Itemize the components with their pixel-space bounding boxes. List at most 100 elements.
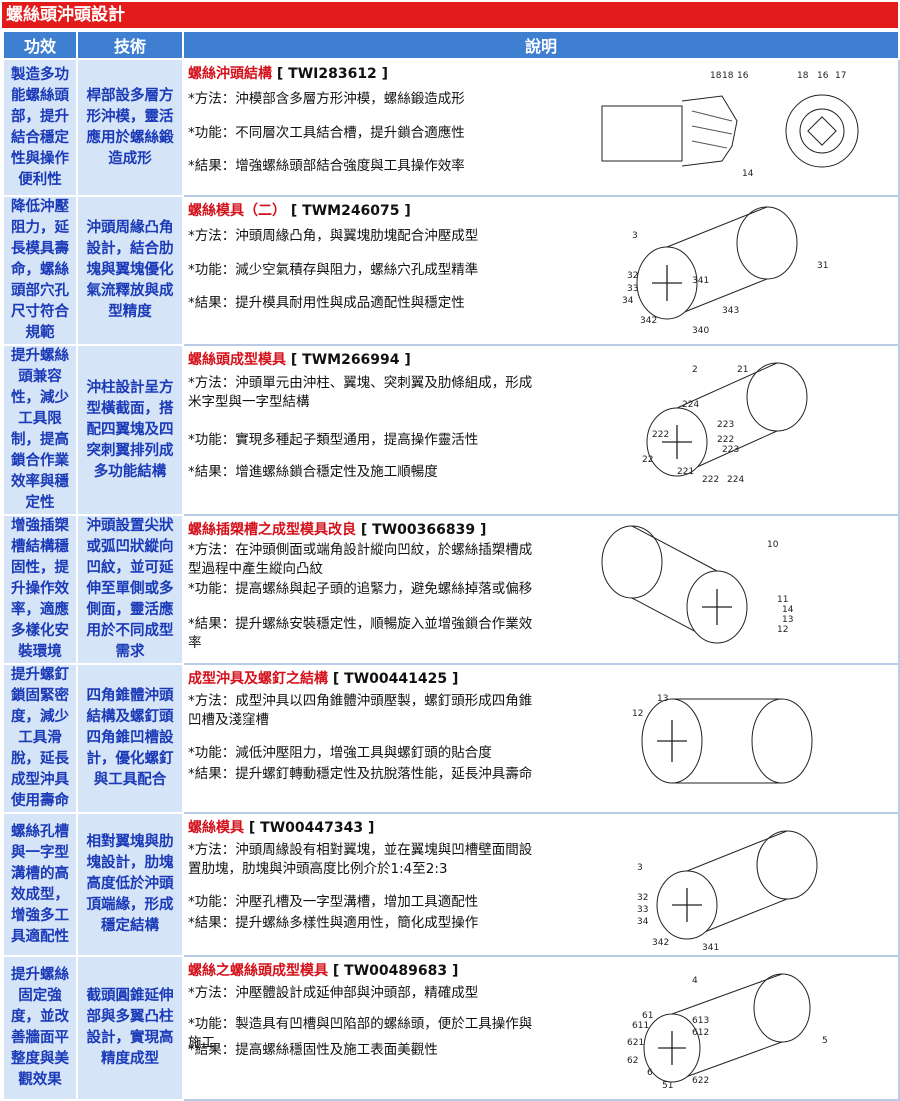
patent-number: [ TW00366839 ] — [360, 522, 487, 538]
result-text: *結果：提升螺絲安裝穩定性，順暢旋入並增強鎖合作業效率 — [188, 616, 533, 651]
tech-cell: 沖頭設置尖狀或弧凹狀縱向凹紋，並可延伸至單側或多側面，靈活應用於不同成型需求 — [76, 514, 184, 665]
figure-label: 224 — [682, 400, 699, 410]
punch-cross — [662, 425, 692, 459]
desc-cell: 螺絲模具 [ TW00447343 ] *方法：沖頭周緣設有相對翼塊，並在翼塊與… — [182, 812, 900, 957]
patent-name: 螺絲模具（二） — [188, 203, 286, 219]
patent-number: [ TWM246075 ] — [290, 203, 411, 219]
tech-cell: 相對翼塊與肋塊設計，肋塊高度低於沖頭頂端緣，形成穩定結構 — [76, 812, 184, 957]
patent-title: 螺絲頭成型模具 [ TWM266994 ] — [188, 349, 411, 369]
effect-cell: 製造多功能螺絲頭部，提升結合穩定性與操作便利性 — [2, 58, 78, 197]
result-text: *結果：提升螺絲多樣性與適用性，簡化成型操作 — [188, 915, 479, 931]
patent-number: [ TW00441425 ] — [332, 671, 459, 687]
result-text: *結果：增強螺絲頭部結合強度與工具操作效率 — [188, 158, 465, 174]
page-title: 螺絲頭沖頭設計 — [2, 2, 898, 28]
table-row: 提升螺釘鎖固緊密度，減少工具滑脫，延長成型沖具使用壽命 四角錐體沖頭結構及螺釘頭… — [2, 663, 900, 814]
figure-label: 17 — [835, 71, 846, 81]
figure-label: 62 — [627, 1056, 638, 1066]
effect-cell: 提升螺絲頭兼容性，減少工具限制，提高鎖合作業效率與穩定性 — [2, 344, 78, 516]
patent-title: 螺絲插槊槽之成型模具改良 [ TW00366839 ] — [188, 519, 486, 539]
punch-cross — [702, 589, 732, 625]
patent-title: 螺絲模具 [ TW00447343 ] — [188, 817, 374, 837]
tech-text: 截頭圓錐延伸部與多翼凸柱設計，實現高精度成型 — [86, 988, 174, 1067]
result-text: *結果：提升螺釘轉動穩定性及抗脫落性能，延長沖具壽命 — [188, 766, 533, 782]
table-row: 降低沖壓阻力，延長模具壽命，螺絲頭部穴孔尺寸符合規範 沖頭周緣凸角設計，結合肋塊… — [2, 195, 900, 346]
effect-text: 降低沖壓阻力，延長模具壽命，螺絲頭部穴孔尺寸符合規範 — [11, 199, 69, 341]
effect-cell: 提升螺絲固定強度，並改善牆面平整度與美觀效果 — [2, 955, 78, 1101]
end-view-outer — [785, 94, 859, 168]
figure-label: 18 — [797, 71, 809, 81]
figure-label: 5 — [822, 1036, 828, 1046]
figure-label: 613 — [692, 1016, 709, 1026]
patent-title: 螺絲模具（二） [ TWM246075 ] — [188, 200, 411, 220]
tech-text: 沖頭周緣凸角設計，結合肋塊與翼塊優化氣流釋放與成型精度 — [86, 220, 174, 320]
desc-cell: 螺絲沖頭結構 [ TWI283612 ] *方法：沖模部含多層方形沖模，螺絲鍛造… — [182, 58, 900, 197]
die-head — [681, 95, 738, 167]
effect-cell: 提升螺釘鎖固緊密度，減少工具滑脫，延長成型沖具使用壽命 — [2, 663, 78, 814]
patent-number: [ TWI283612 ] — [276, 66, 389, 82]
desc-cell: 螺絲之螺絲頭成型模具 [ TW00489683 ] *方法：沖壓體設計成延伸部與… — [182, 955, 900, 1101]
figure-label: 342 — [652, 938, 669, 948]
patent-number: [ TW00447343 ] — [248, 820, 375, 836]
cylinder-edge — [686, 830, 788, 872]
effect-text: 製造多功能螺絲頭部，提升結合穩定性與操作便利性 — [11, 66, 69, 188]
figure-label: 14 — [742, 169, 754, 179]
method-text: *方法：成型沖具以四角錐體沖頭壓製，螺釘頭形成四角錐凹槽及淺窪槽 — [188, 693, 533, 728]
function-text: *功能：沖壓孔槽及一字型溝槽，增加工具適配性 — [188, 894, 479, 910]
effect-cell: 螺絲孔槽與一字型溝槽的高效成型，增強多工具適配性 — [2, 812, 78, 957]
figure-label: 223 — [717, 420, 734, 430]
function-text: *功能：減低沖壓阻力，增強工具與螺釘頭的貼合度 — [188, 745, 492, 761]
figure-label: 222 — [652, 430, 669, 440]
function-text: *功能：製造具有凹槽與凹陷部的螺絲頭，便於工具操作與施工 — [188, 1016, 533, 1051]
method-text: *方法：沖頭周緣凸角，與翼塊肋塊配合沖壓成型 — [188, 228, 479, 244]
figure-label: 221 — [677, 467, 694, 477]
table-row: 製造多功能螺絲頭部，提升結合穩定性與操作便利性 桿部設多層方形沖模，靈活應用於螺… — [2, 58, 900, 197]
function-text: *功能：提高螺絲與起子頭的追緊力，避免螺絲掉落或偏移 — [188, 581, 533, 597]
table-row: 提升螺絲頭兼容性，減少工具限制，提高鎖合作業效率與穩定性 沖柱設計呈方型橫截面，… — [2, 344, 900, 516]
figure-label: 341 — [702, 943, 719, 950]
hatch — [691, 110, 733, 149]
effect-text: 提升螺絲頭兼容性，減少工具限制，提高鎖合作業效率與穩定性 — [11, 348, 69, 511]
patent-number: [ TW00489683 ] — [332, 963, 459, 979]
header-tech: 技術 — [76, 30, 184, 60]
patent-name: 螺絲模具 — [188, 820, 244, 836]
method-text: *方法：在沖頭側面或端角設計縱向凹紋，於螺絲插槊槽成型過程中產生縱向凸紋 — [188, 542, 533, 577]
figure-label: 34 — [622, 296, 634, 306]
cylinder-edge — [631, 525, 718, 572]
figure-label: 18 — [710, 71, 722, 81]
punch-cross — [658, 1031, 686, 1065]
tech-text: 四角錐體沖頭結構及螺釘頭四角錐凹槽設計，優化螺釘與工具配合 — [86, 688, 174, 788]
cylinder-end — [736, 206, 798, 280]
tech-text: 沖頭設置尖狀或弧凹狀縱向凹紋，並可延伸至單側或多側面，靈活應用於不同成型需求 — [86, 518, 174, 660]
result-text: *結果：增進螺絲鎖合穩定性及施工順暢度 — [188, 464, 438, 480]
tech-text: 相對翼塊與肋塊設計，肋塊高度低於沖頭頂端緣，形成穩定結構 — [86, 834, 174, 934]
figure-label: 51 — [662, 1081, 673, 1091]
figure-label: 22 — [642, 455, 653, 465]
figure-label: 223 — [722, 445, 739, 455]
figure-label: 21 — [737, 365, 748, 375]
effect-text: 增強插槊槽結構穩固性，提升操作效率，適應多樣化安裝環境 — [11, 518, 69, 660]
tech-cell: 沖柱設計呈方型橫截面，搭配四翼塊及四突刺翼排列成多功能結構 — [76, 344, 184, 516]
figure-label: 61 — [642, 1011, 653, 1021]
function-text: *功能：不同層次工具結合槽，提升鎖合適應性 — [188, 125, 465, 141]
figure-label: 13 — [657, 694, 668, 704]
desc-cell: 螺絲模具（二） [ TWM246075 ] *方法：沖頭周緣凸角，與翼塊肋塊配合… — [182, 195, 900, 346]
patent-title: 成型沖具及螺釘之結構 [ TW00441425 ] — [188, 668, 458, 688]
cylinder-end — [753, 973, 811, 1043]
figure-label: 34 — [637, 917, 649, 927]
figure-label: 6 — [647, 1068, 653, 1078]
figure-label: 622 — [692, 1076, 709, 1086]
function-text: *功能：減少空氣積存與阻力，螺絲穴孔成型精準 — [188, 262, 479, 278]
patent-title: 螺絲之螺絲頭成型模具 [ TW00489683 ] — [188, 960, 458, 980]
figure-label: 343 — [722, 306, 739, 316]
effect-text: 提升螺絲固定強度，並改善牆面平整度與美觀效果 — [11, 967, 69, 1088]
figure-label: 33 — [637, 905, 648, 915]
method-text: *方法：沖壓體設計成延伸部與沖頭部，精確成型 — [188, 985, 479, 1001]
desc-cell: 螺絲頭成型模具 [ TWM266994 ] *方法：沖頭單元由沖柱、翼塊、突刺翼… — [182, 344, 900, 516]
method-text: *方法：沖頭周緣設有相對翼塊，並在翼塊與凹槽壁面間設置肋塊，肋塊與沖頭高度比例介… — [188, 842, 533, 877]
cylinder-edge — [666, 206, 768, 248]
end-view-inner — [799, 108, 845, 154]
